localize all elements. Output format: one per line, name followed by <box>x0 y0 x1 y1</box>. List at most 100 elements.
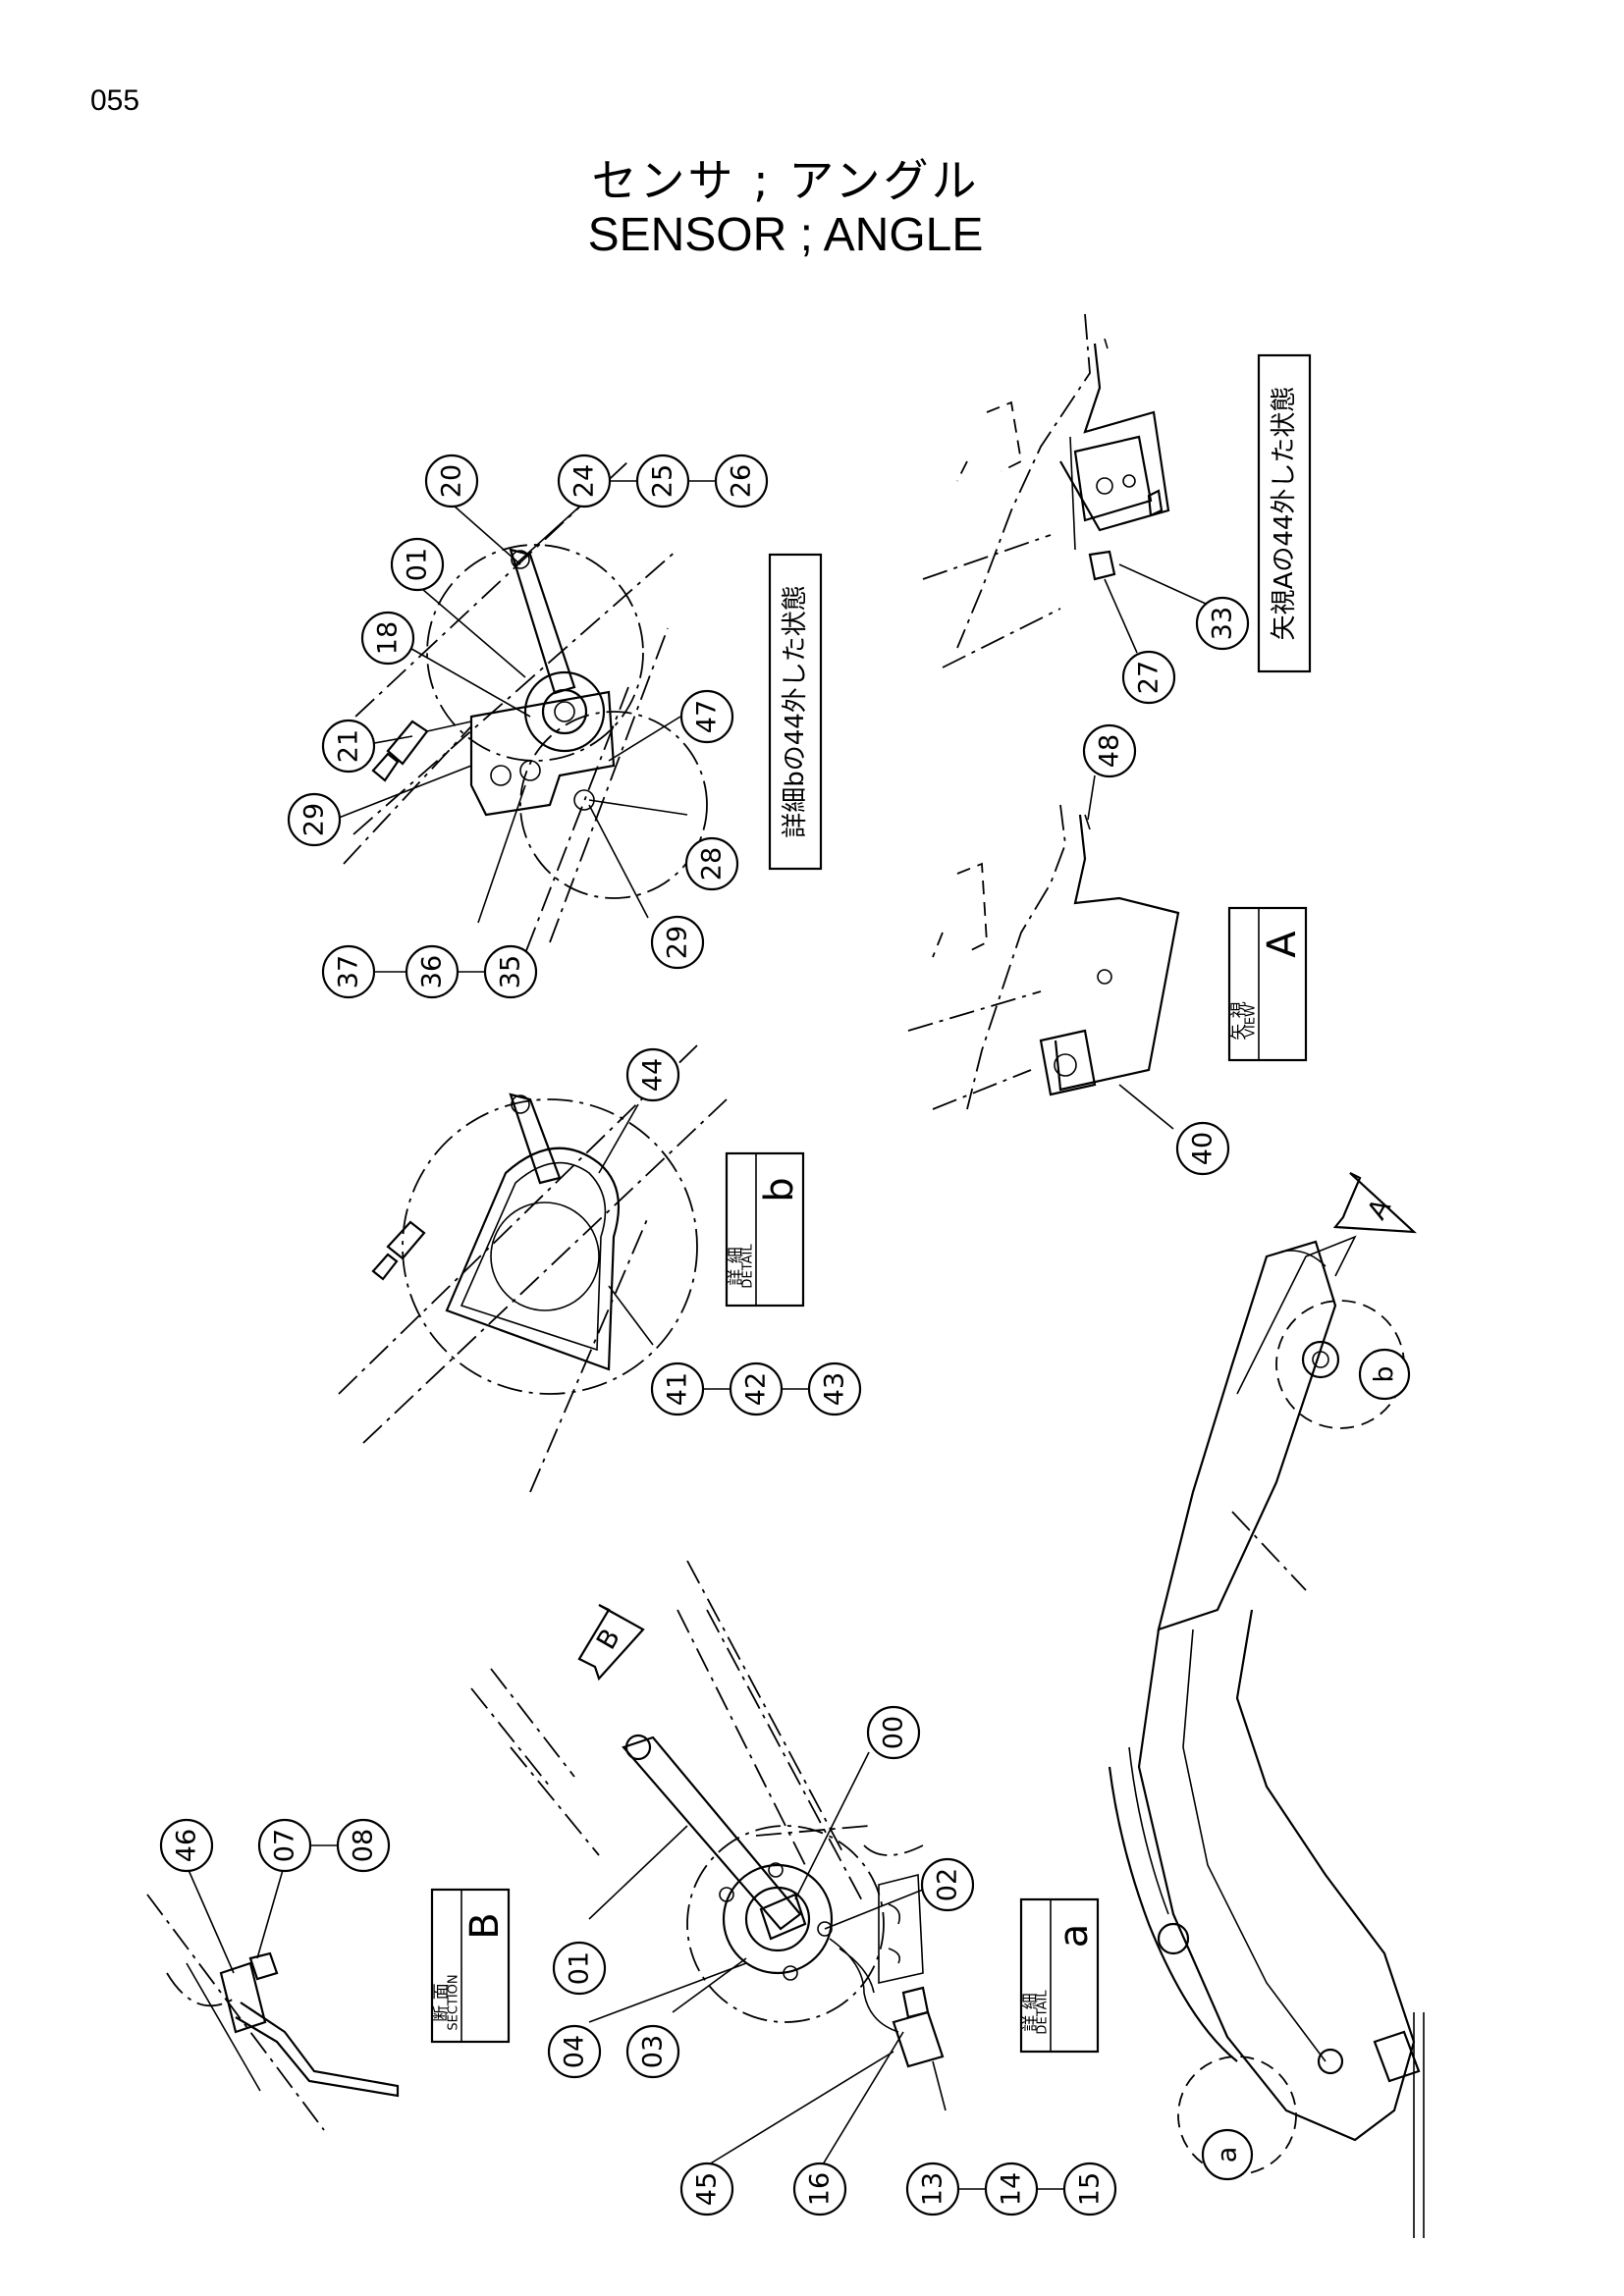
callout-48[interactable]: 48 <box>1082 723 1137 778</box>
callout-21[interactable]: 21 <box>321 719 376 774</box>
callout-46[interactable]: 46 <box>159 1818 214 1873</box>
callout-04[interactable]: 04 <box>547 2024 602 2079</box>
callout-circle <box>729 1362 784 1416</box>
callout-08[interactable]: 08 <box>336 1818 391 1873</box>
callout-16[interactable]: 16 <box>792 2162 847 2216</box>
callout-36[interactable]: 36 <box>405 944 460 999</box>
leaders-detail-b <box>598 1103 654 1346</box>
callout-40[interactable]: 40 <box>1175 1121 1230 1176</box>
label-detail-b-removed: 詳細bの44外した状態 <box>768 553 823 871</box>
detail-marker-a[interactable]: a <box>1201 2128 1254 2181</box>
callout-circle <box>405 944 460 999</box>
detail-b-en: DETAIL <box>741 1244 756 1289</box>
callout-circle <box>547 2024 602 2079</box>
callout-43[interactable]: 43 <box>807 1362 862 1416</box>
callout-circle <box>625 1047 680 1102</box>
callout-01[interactable]: 01 <box>552 1941 607 1996</box>
callout-07[interactable]: 07 <box>257 1818 312 1873</box>
title-japanese: センサ ; アングル <box>591 154 980 207</box>
section-arrow-b[interactable]: B <box>577 1604 645 1682</box>
section-b-letter: B <box>462 1912 508 1939</box>
detail-a-en: DETAIL <box>1036 1990 1051 2035</box>
callout-26[interactable]: 26 <box>714 454 769 508</box>
view-arrow-a[interactable]: A <box>1332 1172 1418 1234</box>
callout-02[interactable]: 02 <box>920 1857 975 1912</box>
callout-circle <box>792 2162 847 2216</box>
callout-circle <box>684 836 739 891</box>
callout-number: 36 <box>417 955 448 988</box>
label-view-a-removed: 矢視Aの44外した状態 <box>1257 353 1312 673</box>
callout-03[interactable]: 03 <box>625 2024 680 2079</box>
callout-number: 13 <box>918 2172 948 2206</box>
callout-18[interactable]: 18 <box>360 611 415 666</box>
view-a-removed-text: 矢視Aの44外した状態 <box>1270 387 1299 641</box>
callout-number: 14 <box>997 2172 1027 2206</box>
callout-14[interactable]: 14 <box>984 2162 1039 2216</box>
callout-circle <box>257 1818 312 1873</box>
callout-circle <box>287 792 342 847</box>
callout-15[interactable]: 15 <box>1062 2162 1117 2216</box>
callout-circle <box>920 1857 975 1912</box>
callout-circle <box>336 1818 391 1873</box>
callout-37[interactable]: 37 <box>321 944 376 999</box>
callout-number: 25 <box>648 464 678 498</box>
callout-circle <box>807 1362 862 1416</box>
section-arrow-b-label: B <box>591 1624 626 1655</box>
callout-number: 18 <box>373 621 404 655</box>
callout-42[interactable]: 42 <box>729 1362 784 1416</box>
callout-number: 43 <box>820 1372 850 1406</box>
detail-a-letter: a <box>1052 1924 1097 1949</box>
callout-number: 29 <box>663 926 693 959</box>
callout-number: 28 <box>697 847 728 881</box>
sensor-assembly-top-left <box>323 460 708 992</box>
callout-47[interactable]: 47 <box>679 689 734 744</box>
section-b-en: SECTION <box>447 1974 461 2030</box>
callout-number: 44 <box>638 1058 669 1092</box>
callout-01[interactable]: 01 <box>390 537 445 592</box>
detail-a-drawing <box>470 1560 945 2068</box>
callout-33[interactable]: 33 <box>1195 596 1250 651</box>
callout-25[interactable]: 25 <box>635 454 690 508</box>
callout-00[interactable]: 00 <box>866 1705 921 1760</box>
callout-29[interactable]: 29 <box>650 915 705 970</box>
leaders-section-b <box>188 1869 284 1974</box>
callout-circle <box>650 915 705 970</box>
callout-circle <box>635 454 690 508</box>
callout-number: 45 <box>692 2172 723 2206</box>
callout-20[interactable]: 20 <box>424 454 479 508</box>
callout-number: 37 <box>334 955 364 988</box>
callout-number: 01 <box>565 1951 595 1985</box>
callout-45[interactable]: 45 <box>679 2162 734 2216</box>
callout-number: 01 <box>403 548 433 581</box>
page-number: 055 <box>90 84 140 117</box>
callout-circle <box>424 454 479 508</box>
callout-circle <box>321 944 376 999</box>
callout-41[interactable]: 41 <box>650 1362 705 1416</box>
callout-circle <box>1195 596 1250 651</box>
view-a-letter: A <box>1260 931 1305 958</box>
callout-circle <box>557 454 612 508</box>
callout-circle <box>679 689 734 744</box>
detail-a-jp: 詳 細 <box>1021 1993 1041 2031</box>
callout-29[interactable]: 29 <box>287 792 342 847</box>
section-b-drawing <box>146 1894 400 2131</box>
callout-circle <box>483 944 538 999</box>
callout-28[interactable]: 28 <box>684 836 739 891</box>
callout-number: 47 <box>692 700 723 733</box>
callout-35[interactable]: 35 <box>483 944 538 999</box>
title-english: SENSOR ; ANGLE <box>587 209 984 261</box>
leaders-top-left <box>333 500 688 924</box>
callout-number: 48 <box>1095 734 1125 768</box>
detail-marker-b[interactable]: b <box>1358 1348 1411 1401</box>
callout-number: 42 <box>741 1372 772 1406</box>
callout-13[interactable]: 13 <box>905 2162 960 2216</box>
callout-number: 21 <box>334 729 364 763</box>
callout-24[interactable]: 24 <box>557 454 612 508</box>
callout-circle <box>360 611 415 666</box>
callout-44[interactable]: 44 <box>625 1047 680 1102</box>
leaders-top-right <box>1104 563 1207 654</box>
callout-27[interactable]: 27 <box>1121 650 1176 705</box>
callout-circle <box>650 1362 705 1416</box>
view-a-jp: 矢 視 <box>1229 1001 1249 1040</box>
